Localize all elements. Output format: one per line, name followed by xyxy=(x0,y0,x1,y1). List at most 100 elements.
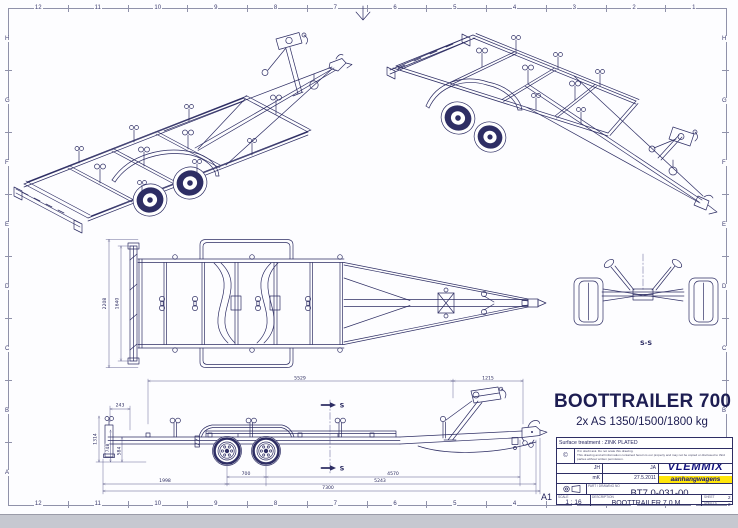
grid-tick xyxy=(722,380,729,381)
svg-text:584: 584 xyxy=(117,447,123,456)
sheets-field: SHEETS 2 xyxy=(704,501,731,507)
coupler xyxy=(328,54,353,72)
grid-label: 9 xyxy=(213,5,219,11)
grid-label: 3 xyxy=(571,5,577,11)
title-block: Surface treatment : ZINK PLATED © If in … xyxy=(556,437,733,506)
projection-symbol-icon xyxy=(557,484,587,494)
section-view-ss: S-S xyxy=(570,252,730,352)
coupler xyxy=(521,298,547,308)
grid-tick xyxy=(722,194,729,195)
disclaimer: If in doubt ask. Do not scale this drawi… xyxy=(577,449,725,461)
sheet-field: SHEET 2 xyxy=(702,495,732,502)
grid-tick xyxy=(187,5,189,12)
svg-text:4570: 4570 xyxy=(387,471,399,477)
winch-assembly xyxy=(437,287,495,319)
grid-tick xyxy=(605,5,607,12)
grid-label: F xyxy=(4,160,10,166)
company-logo-tagline: aanhangwagens xyxy=(659,474,732,483)
grid-tick xyxy=(426,5,428,12)
section-cut-line: S S xyxy=(320,399,345,474)
grid-tick xyxy=(127,5,129,12)
grid-label: 4 xyxy=(511,5,518,11)
grid-label: 12 xyxy=(33,501,43,507)
winch-assembly xyxy=(440,386,507,441)
keel-rollers xyxy=(159,296,311,311)
grid-label: 10 xyxy=(153,5,163,11)
grid-tick xyxy=(127,501,129,508)
side-guide-posts xyxy=(74,104,257,198)
axle-assembly xyxy=(601,288,685,302)
grid-label: H xyxy=(4,36,11,42)
plan-dimensions: 2208 1640 xyxy=(101,239,139,368)
grid-label: 11 xyxy=(93,501,102,507)
grid-label: 4 xyxy=(511,501,518,507)
grid-label: B xyxy=(721,408,728,414)
grid-tick xyxy=(665,5,667,12)
grid-label: 8 xyxy=(272,501,279,507)
surface-treatment: Surface treatment : ZINK PLATED xyxy=(559,440,638,446)
grid-tick xyxy=(247,501,248,508)
grid-label: 11 xyxy=(93,5,102,11)
coupler xyxy=(511,420,548,450)
copyright-mark: © xyxy=(557,449,575,463)
svg-text:700: 700 xyxy=(242,471,251,477)
wheels xyxy=(573,277,719,326)
keel-rollers xyxy=(476,47,581,101)
plan-view: 2208 1640 xyxy=(92,230,547,372)
scale-field: SCALE 1 : 16 xyxy=(557,495,591,506)
svg-text:243: 243 xyxy=(116,403,125,409)
svg-text:1998: 1998 xyxy=(159,478,171,484)
grid-label: B xyxy=(4,408,11,414)
logo-name: VLEMMIX xyxy=(659,464,732,473)
svg-text:5243: 5243 xyxy=(374,478,386,484)
svg-text:1314: 1314 xyxy=(93,433,99,445)
grid-label: E xyxy=(721,222,728,228)
section-label: S-S xyxy=(640,339,652,347)
grid-tick xyxy=(426,501,428,508)
logo-tagline: aanhangwagens xyxy=(659,475,732,483)
svg-text:S: S xyxy=(340,465,345,473)
fender xyxy=(425,78,523,111)
sheet-fields: SHEET 2 SHEETS 2 xyxy=(702,495,732,506)
grid-tick xyxy=(5,70,12,71)
paper-size-label: A1 xyxy=(541,492,553,502)
svg-text:1640: 1640 xyxy=(115,298,121,310)
grid-label: 6 xyxy=(392,501,398,507)
view-direction-arrow-icon xyxy=(352,4,374,30)
wheels xyxy=(132,166,208,217)
description-field: DESCRIPTION BOOTTRAILER 7.0 M xyxy=(591,495,702,506)
grid-tick xyxy=(187,501,189,508)
fender xyxy=(194,424,295,448)
bunk-swing-arms xyxy=(213,262,279,344)
drawing-subtitle: 2x AS 1350/1500/1800 kg xyxy=(576,416,708,428)
grid-tick xyxy=(67,5,69,12)
side-guide-rollers xyxy=(172,254,343,353)
iso-view-front-right xyxy=(386,6,734,228)
grid-tick xyxy=(545,501,547,508)
main-frame xyxy=(23,66,337,222)
grid-tick xyxy=(306,5,308,12)
drawing-title: BOOTTRAILER 700 xyxy=(554,391,732,412)
standard-field: ISO 2768 mK xyxy=(557,474,603,483)
grid-label: E xyxy=(4,222,11,228)
grid-label: F xyxy=(721,160,727,166)
grid-label: 9 xyxy=(213,501,219,507)
grid-label: 5 xyxy=(452,501,458,507)
sheet-border-frame xyxy=(8,8,727,506)
grid-tick xyxy=(306,501,308,508)
fender xyxy=(111,149,220,183)
coupler xyxy=(693,194,718,215)
frame-rails xyxy=(137,258,345,349)
grid-label: 1 xyxy=(691,5,697,11)
side-guide-posts xyxy=(511,35,605,125)
grid-label: C xyxy=(4,346,11,352)
keel-rollers xyxy=(94,94,282,184)
grid-label: 7 xyxy=(332,5,338,11)
description-value: BOOTTRAILER 7.0 M xyxy=(611,499,681,506)
grid-label: G xyxy=(721,98,728,104)
iso-view-rear-left xyxy=(13,12,364,234)
grid-tick xyxy=(722,318,729,319)
grid-tick xyxy=(486,5,487,12)
grid-label: C xyxy=(721,346,728,352)
svg-text:1215: 1215 xyxy=(482,376,494,382)
